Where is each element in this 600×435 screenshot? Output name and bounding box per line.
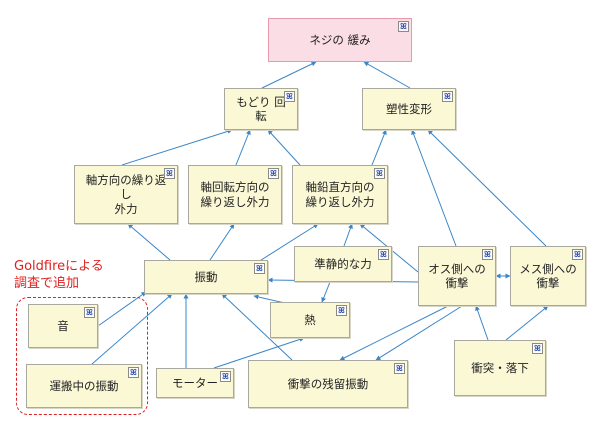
- node-unpan[interactable]: 運搬中の振動 ꕤ: [26, 364, 142, 408]
- goldfire-tool-icon[interactable]: ꕤ: [284, 91, 295, 102]
- node-label: 塑性変形: [386, 101, 432, 116]
- goldfire-tool-icon[interactable]: ꕤ: [336, 305, 347, 316]
- node-jikukaiten[interactable]: 軸回転方向の 繰り返し外力 ꕤ: [188, 165, 282, 224]
- node-root[interactable]: ネジの 緩み ꕤ: [268, 18, 412, 62]
- node-label: 音: [57, 318, 69, 333]
- node-label: モーター: [172, 375, 218, 390]
- goldfire-tool-icon[interactable]: ꕤ: [442, 91, 453, 102]
- edge-mesu-sosei: [427, 129, 547, 247]
- node-netsu[interactable]: 熱 ꕤ: [270, 302, 350, 338]
- node-motor[interactable]: モーター ꕤ: [156, 368, 234, 398]
- edge-jikukaiten-modori: [235, 129, 251, 166]
- goldfire-tool-icon[interactable]: ꕤ: [394, 363, 405, 374]
- goldfire-annotation: Goldfireによる 調査で追加: [14, 259, 104, 291]
- edge-shindo-jikukaiten: [209, 223, 235, 261]
- node-jiku[interactable]: 軸方向の繰り返し 外力 ꕤ: [74, 165, 178, 224]
- goldfire-tool-icon[interactable]: ꕤ: [572, 249, 583, 260]
- goldfire-tool-icon[interactable]: ꕤ: [374, 168, 385, 179]
- node-mesu[interactable]: メス側への 衝撃 ꕤ: [510, 246, 586, 306]
- node-seiteki[interactable]: 準静的な力 ꕤ: [294, 246, 392, 282]
- node-label: 振動: [194, 269, 218, 284]
- goldfire-tool-icon[interactable]: ꕤ: [254, 263, 265, 274]
- node-label: 軸方向の繰り返し 外力: [85, 172, 167, 216]
- node-label: 熱: [304, 312, 316, 327]
- node-label: メス側への 衝撃: [519, 261, 577, 290]
- node-zanryu[interactable]: 衝撃の残留振動 ꕤ: [248, 360, 408, 408]
- node-label: 衝突・落下: [471, 360, 529, 375]
- edge-modori-root: [261, 61, 317, 89]
- goldfire-tool-icon[interactable]: ꕤ: [220, 371, 231, 382]
- node-label: 軸回転方向の 繰り返し外力: [200, 180, 270, 209]
- node-sosei[interactable]: 塑性変形 ꕤ: [362, 88, 456, 130]
- edge-osu-zanryu-2: [375, 305, 463, 361]
- edge-jiku-modori: [121, 128, 233, 166]
- edge-seiteki-netsu: [321, 281, 331, 303]
- goldfire-tool-icon[interactable]: ꕤ: [378, 249, 389, 260]
- goldfire-tool-icon[interactable]: ꕤ: [398, 21, 409, 32]
- goldfire-tool-icon[interactable]: ꕤ: [482, 249, 493, 260]
- edge-jikusuichoku-modori: [267, 129, 301, 166]
- node-jikusuichoku[interactable]: 軸鉛直方向の 繰り返し外力 ꕤ: [292, 165, 388, 224]
- node-label: オス側への 衝撃: [428, 261, 486, 290]
- node-oto[interactable]: 音 ꕤ: [28, 304, 98, 348]
- edge-osu-sosei: [411, 129, 457, 247]
- goldfire-tool-icon[interactable]: ꕤ: [268, 168, 279, 179]
- node-label: 運搬中の振動: [49, 378, 119, 393]
- node-label: もどり 回転: [236, 94, 286, 123]
- edge-shototsu-mesu: [505, 305, 549, 341]
- node-shototsu[interactable]: 衝突・落下 ꕤ: [454, 340, 546, 396]
- node-shindo[interactable]: 振動 ꕤ: [144, 260, 268, 294]
- node-osu[interactable]: オス側への 衝撃 ꕤ: [418, 246, 496, 306]
- goldfire-tool-icon[interactable]: ꕤ: [164, 168, 175, 179]
- node-modori[interactable]: もどり 回転 ꕤ: [224, 88, 298, 130]
- goldfire-tool-icon[interactable]: ꕤ: [84, 307, 95, 318]
- node-label: 軸鉛直方向の 繰り返し外力: [305, 180, 375, 209]
- edge-shototsu-osu: [475, 305, 489, 341]
- edge-shindo-jiku: [127, 223, 171, 261]
- edge-osu-zanryu: [339, 305, 449, 361]
- edge-seiteki-jikusuichoku: [343, 223, 353, 247]
- node-label: 準静的な力: [314, 256, 372, 271]
- goldfire-tool-icon[interactable]: ꕤ: [128, 367, 139, 378]
- node-label: ネジの 緩み: [309, 32, 371, 47]
- goldfire-tool-icon[interactable]: ꕤ: [532, 343, 543, 354]
- edge-sosei-root: [363, 61, 411, 89]
- node-label: 衝撃の残留振動: [287, 376, 369, 391]
- edge-jikusuichoku-sosei: [371, 129, 387, 166]
- goldfire-added-group-outline: [16, 297, 148, 415]
